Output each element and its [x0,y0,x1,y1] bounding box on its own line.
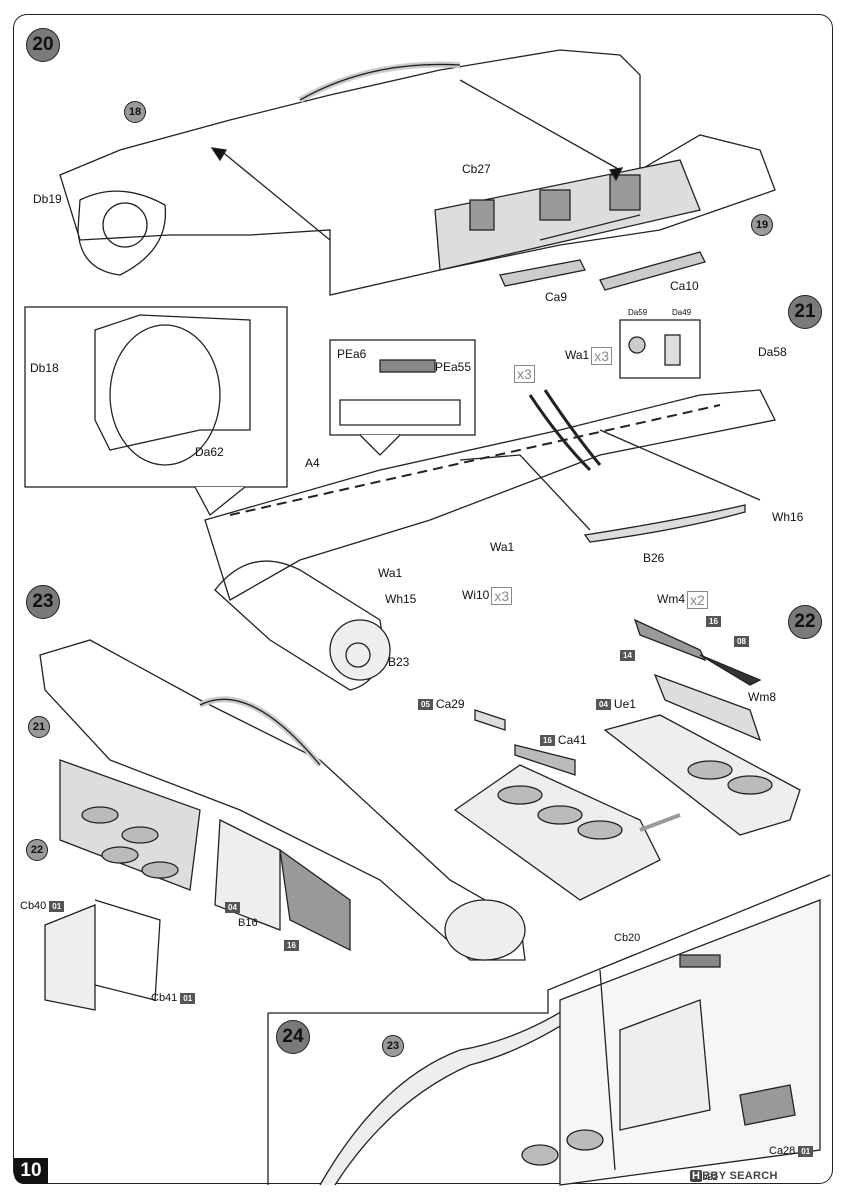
ref-23: 23 [382,1035,404,1057]
quantity-wa1-top: x3 [591,347,613,365]
paint-chip-08: 08 [731,634,752,648]
step-22-badge: 22 [788,605,822,639]
label-cb27: Cb27 [462,162,491,176]
label-a4: A4 [305,456,320,470]
quantity-wi10: x3 [491,587,513,605]
step-20-badge: 20 [26,28,60,62]
label-db18: Db18 [30,361,59,375]
label-cb20: Cb20 [614,932,641,944]
label-da58: Da58 [758,345,787,359]
paint-chip-16c: 16 [281,938,302,952]
paint-chip-04b: 04 [222,900,243,914]
ref-22: 22 [26,839,48,861]
label-db19: Db19 [33,192,62,206]
label-b23: B23 [388,655,410,669]
label-da59: Da59 [628,308,648,317]
page-number: 10 [14,1158,48,1184]
label-pea55: PEa55 [435,360,472,374]
step-21-badge: 21 [788,295,822,329]
quantity-side-marker: x3 [512,365,535,383]
label-wm8: Wm8 [748,690,776,704]
label-wa1-low: Wa1 [378,566,403,580]
label-ca9: Ca9 [545,290,568,304]
page-frame [13,14,833,1184]
label-ca10: Ca10 [670,279,699,293]
label-b16: B16 [238,917,258,929]
label-b26: B26 [643,551,665,565]
label-da62: Da62 [195,445,224,459]
ref-18: 18 [124,101,146,123]
label-wh16: Wh16 [772,510,804,524]
label-wh15: Wh15 [385,592,417,606]
quantity-wm4: x2 [687,591,708,609]
ref-21: 21 [28,716,50,738]
label-wa1-mid: Wa1 [490,540,515,554]
ref-19: 19 [751,214,773,236]
paint-chip-14: 14 [617,648,638,662]
label-pea6: PEa6 [337,347,367,361]
step-23-badge: 23 [26,585,60,619]
step-24-badge: 24 [276,1020,310,1054]
paint-chip-16a: 16 [703,614,724,628]
label-da49: Da49 [672,308,692,317]
label-cb22: Cb22 [696,1172,718,1182]
